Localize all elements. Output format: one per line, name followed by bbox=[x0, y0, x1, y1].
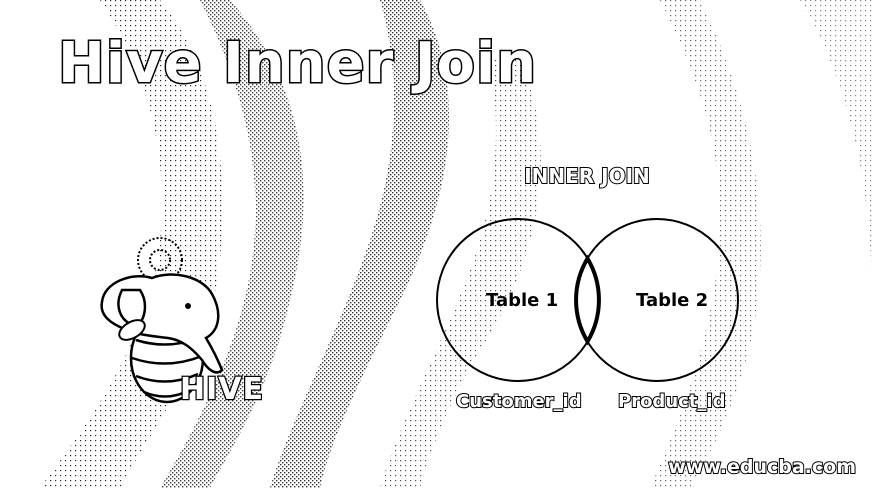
site-link[interactable]: www.educba.com bbox=[667, 455, 857, 479]
right-set-label: Table 2 bbox=[636, 290, 709, 311]
hive-logo-text: HIVE bbox=[179, 371, 264, 409]
left-set-key: Customer_id bbox=[455, 390, 583, 413]
right-set-key: Product_id bbox=[617, 390, 726, 413]
intersection-lens bbox=[574, 254, 601, 346]
page-title: Hive Inner Join bbox=[56, 31, 538, 96]
left-set-label: Table 1 bbox=[486, 290, 559, 311]
inner-join-venn-diagram bbox=[436, 218, 739, 382]
hive-bee-elephant-logo-icon bbox=[100, 237, 224, 404]
venn-heading: INNER JOIN bbox=[523, 163, 651, 189]
